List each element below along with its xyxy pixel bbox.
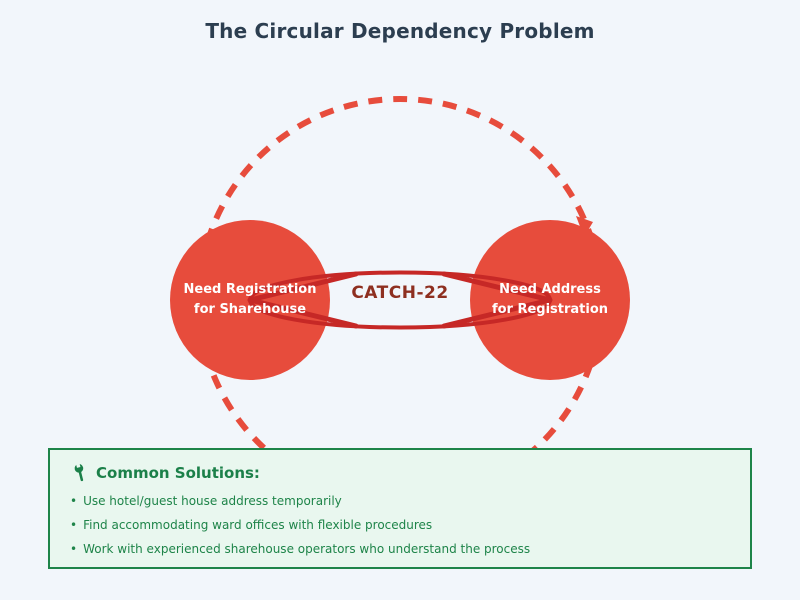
- solution-item: • Work with experienced sharehouse operat…: [70, 537, 750, 561]
- dependency-arrow-upper: [248, 270, 552, 301]
- solution-item-text: Find accommodating ward offices with fle…: [83, 518, 433, 532]
- left-circle-label: Need Registration for Sharehouse: [170, 280, 330, 320]
- left-circle-label-line1: Need Registration: [183, 282, 317, 297]
- right-circle-label-line2: for Registration: [491, 302, 609, 317]
- solutions-header: Common Solutions:: [72, 463, 750, 482]
- dependency-arrow-lower: [248, 299, 552, 330]
- solution-item: • Use hotel/guest house address temporari…: [70, 489, 750, 513]
- cycle-arrowhead-icon: [576, 216, 593, 237]
- solutions-list: • Use hotel/guest house address temporari…: [70, 489, 750, 561]
- solution-item-text: Work with experienced sharehouse operato…: [83, 542, 531, 556]
- right-circle-label-line1: Need Address: [499, 282, 601, 297]
- bullet-icon: •: [70, 494, 78, 508]
- catch-22-label: CATCH-22: [351, 283, 449, 303]
- page-title: The Circular Dependency Problem: [205, 19, 595, 43]
- arrowhead-left-icon: [247, 271, 359, 329]
- arrowhead-right-icon: [441, 271, 553, 329]
- solution-item: • Find accommodating ward offices with fl…: [70, 513, 750, 537]
- right-circle-label: Need Address for Registration: [470, 280, 630, 320]
- wrench-icon: [74, 463, 84, 482]
- bullet-icon: •: [70, 542, 78, 556]
- left-circle-label-line2: for Sharehouse: [193, 302, 307, 317]
- solutions-heading-text: Common Solutions:: [96, 463, 260, 482]
- solutions-box: Common Solutions: • Use hotel/guest house…: [48, 448, 752, 569]
- solution-item-text: Use hotel/guest house address temporaril…: [83, 494, 342, 508]
- bullet-icon: •: [70, 518, 78, 532]
